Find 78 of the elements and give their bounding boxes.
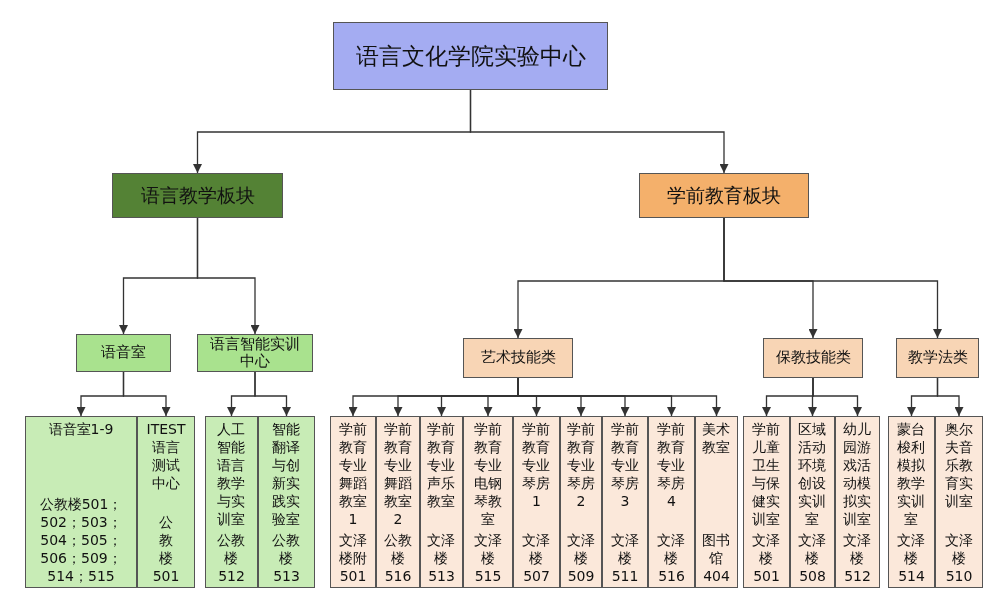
- room-box: [602, 416, 648, 588]
- room-box: [790, 416, 835, 588]
- category-box: [896, 338, 979, 378]
- box-label: 学前教育板块: [667, 184, 781, 207]
- room-box: [376, 416, 420, 588]
- category-box: [763, 338, 863, 378]
- category-box: [76, 334, 171, 372]
- box-label: 语音室: [101, 344, 146, 362]
- room-location: 公教楼501；502；503；504；505；506；509；514；515: [38, 495, 124, 585]
- room-location: 文泽楼509: [566, 531, 596, 585]
- room-location: 文泽楼512: [842, 531, 873, 585]
- box-label: 艺术技能类: [480, 349, 556, 367]
- room-location: 文泽楼510: [944, 531, 974, 585]
- room-location: 文泽楼515: [473, 531, 503, 585]
- room-name: 学前教育专业舞蹈教室2: [383, 420, 413, 528]
- room-box: [648, 416, 695, 588]
- room-name: 美术教室: [701, 420, 732, 456]
- section-box: [112, 173, 283, 218]
- room-location: 公教楼516: [383, 531, 413, 585]
- room-location: 图书馆404: [701, 531, 732, 585]
- room-name: 语音室1-9: [47, 420, 115, 438]
- room-location: 文泽楼516: [656, 531, 687, 585]
- room-name: 学前教育专业琴房2: [566, 420, 596, 510]
- room-box: [258, 416, 315, 588]
- room-name: 人工智能语言教学与实训室: [216, 420, 247, 528]
- room-name: 智能翻译与创新实践实验室: [271, 420, 302, 528]
- room-name: ITEST语言测试中心: [146, 420, 186, 492]
- room-location: 文泽楼501: [751, 531, 782, 585]
- room-box: [835, 416, 880, 588]
- room-name: 学前教育专业琴房1: [521, 420, 552, 510]
- room-name: 学前教育专业琴房3: [610, 420, 640, 510]
- box-label: 教学法类: [907, 349, 968, 367]
- room-box: [935, 416, 983, 588]
- connector-arrow: [469, 89, 729, 174]
- connector-arrow: [196, 217, 260, 335]
- room-name: 学前儿童卫生与保健实训室: [751, 420, 782, 528]
- box-label: 语言文化学院实验中心: [355, 42, 586, 70]
- room-box: [743, 416, 790, 588]
- room-location: 文泽楼附501: [338, 531, 368, 585]
- box-label: 语言教学板块: [140, 184, 255, 207]
- category-box: [197, 334, 313, 372]
- room-name: 幼儿园游戏活动模拟实训室: [842, 420, 873, 528]
- room-box: [420, 416, 463, 588]
- room-location: 文泽楼514: [896, 531, 927, 585]
- room-location: 公教楼513: [271, 531, 302, 585]
- room-box: [695, 416, 738, 588]
- room-box: [25, 416, 137, 588]
- box-label: 语言智能实训中心: [209, 335, 301, 371]
- connector-arrow: [723, 217, 942, 339]
- room-name: 奥尔夫音乐教育实训室: [944, 420, 974, 510]
- room-box: [330, 416, 376, 588]
- room-location: 文泽楼513: [426, 531, 457, 585]
- room-name: 区域活动环境创设实训室: [797, 420, 828, 528]
- room-box: [205, 416, 258, 588]
- room-location: 文泽楼508: [797, 531, 828, 585]
- room-box: [463, 416, 513, 588]
- section-box: [639, 173, 809, 218]
- connector-arrow: [122, 371, 171, 417]
- room-name: 学前教育专业舞蹈教室1: [338, 420, 368, 528]
- room-location: 文泽楼507: [521, 531, 552, 585]
- box-label: 保教技能类: [775, 349, 851, 367]
- room-name: 蒙台梭利模拟教学实训室: [896, 420, 927, 528]
- room-location: 公教楼512: [216, 531, 247, 585]
- connector-arrow: [517, 377, 721, 417]
- connector-arrow: [936, 377, 964, 417]
- room-name: 学前教育专业琴房4: [656, 420, 687, 510]
- room-box: [888, 416, 935, 588]
- room-name: 学前教育专业电钢琴教室: [473, 420, 503, 528]
- category-box: [463, 338, 573, 378]
- root-box: [333, 22, 608, 90]
- connector-arrow: [812, 377, 862, 417]
- room-location: 文泽楼511: [610, 531, 640, 585]
- room-box: [137, 416, 195, 588]
- room-box: [560, 416, 602, 588]
- connector-arrow: [254, 371, 291, 417]
- room-location: 公教楼501: [152, 513, 180, 585]
- room-name: 学前教育专业声乐教室: [426, 420, 457, 510]
- room-box: [513, 416, 560, 588]
